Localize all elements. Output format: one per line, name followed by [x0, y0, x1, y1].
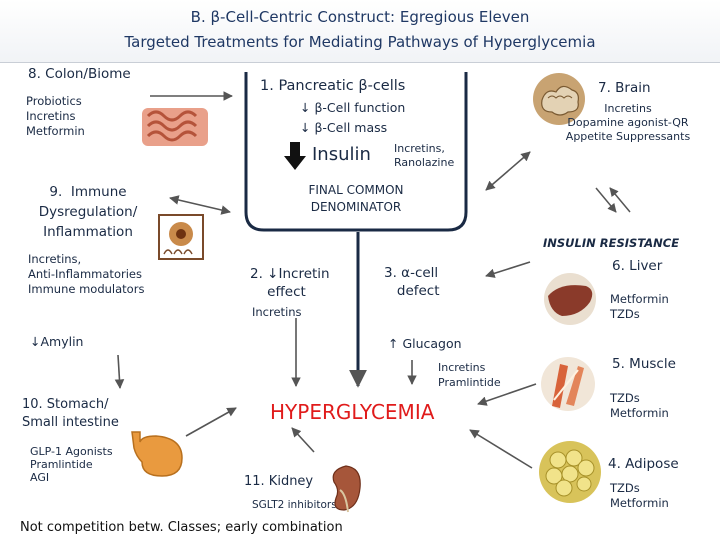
kidney-arrow [291, 427, 315, 453]
header-bar [0, 0, 720, 63]
footer-note: Not competition betw. Classes; early com… [20, 520, 343, 535]
amylin-label: ↓Amylin [30, 334, 84, 349]
brain-icon [533, 73, 585, 125]
immune-treatments: Incretins, Anti-Inflammatories Immune mo… [28, 252, 145, 296]
brain-title: 7. Brain [598, 80, 651, 96]
liver-icon [544, 273, 596, 325]
central-bracket [244, 72, 468, 232]
brain-arrow [485, 151, 531, 191]
insulin-resistance-label: INSULIN RESISTANCE [543, 236, 680, 250]
insulin-treatments: Incretins, Ranolazine [394, 142, 455, 169]
incretin-treatments: Incretins [252, 305, 302, 319]
adipose-title: 4. Adipose [608, 456, 679, 472]
glucagon-treatments: Incretins Pramlintide [438, 361, 501, 389]
immune-arrow [169, 195, 231, 215]
muscle-treatments: TZDs Metformin [610, 391, 669, 420]
stomach-arrow [185, 407, 237, 437]
adipose-icon [539, 441, 601, 503]
kidney-title: 11. Kidney [244, 474, 314, 489]
hyperglycemia-label: HYPERGLYCEMIA [270, 400, 435, 424]
beta-cell-function: ↓ β-Cell function [300, 100, 406, 115]
beta-cell-mass: ↓ β-Cell mass [300, 120, 388, 135]
title-line-2: Targeted Treatments for Mediating Pathwa… [124, 33, 596, 51]
brain-ir-arrow-2 [609, 187, 631, 213]
brain-ir-arrow-1 [595, 187, 617, 213]
stomach-icon [131, 431, 183, 477]
glucagon-label: ↑ Glucagon [388, 336, 462, 351]
intestine-icon [142, 108, 208, 146]
colon-treatments: Probiotics Incretins Metformin [26, 94, 85, 138]
kidney-icon [332, 465, 361, 513]
adipose-treatments: TZDs Metformin [610, 481, 669, 510]
amylin-arrow [114, 354, 125, 389]
immune-cell-icon [158, 214, 204, 260]
down-arrow-icon [284, 142, 306, 170]
adipose-arrow [469, 429, 533, 469]
incretin-effect-title: 2. ↓Incretin effect [250, 266, 330, 300]
pancreas-title: 1. Pancreatic β-cells [260, 78, 406, 94]
insulin-label: Insulin [312, 144, 371, 165]
kidney-treatments: SGLT2 inhibitors [252, 499, 337, 511]
muscle-title: 5. Muscle [612, 356, 676, 372]
final-common-denominator: FINAL COMMON DENOMINATOR [308, 183, 404, 214]
stomach-treatments: GLP-1 Agonists Pramlintide AGI [30, 445, 113, 484]
colon-title: 8. Colon/Biome [28, 66, 131, 82]
title-line-1: B. β-Cell-Centric Construct: Egregious E… [190, 8, 530, 26]
liver-treatments: Metformin TZDs [610, 292, 669, 321]
immune-title: 9. Immune Dysregulation/ Inflammation [38, 184, 138, 240]
brain-treatments: Incretins Dopamine agonist-QR Appetite S… [565, 102, 691, 143]
muscle-arrow [477, 383, 537, 406]
muscle-icon [541, 357, 595, 411]
liver-arrow [485, 261, 531, 278]
alpha-cell-title: 3. α-cell defect [384, 265, 440, 299]
stomach-title: 10. Stomach/ Small intestine [22, 397, 119, 430]
liver-title: 6. Liver [612, 258, 663, 274]
